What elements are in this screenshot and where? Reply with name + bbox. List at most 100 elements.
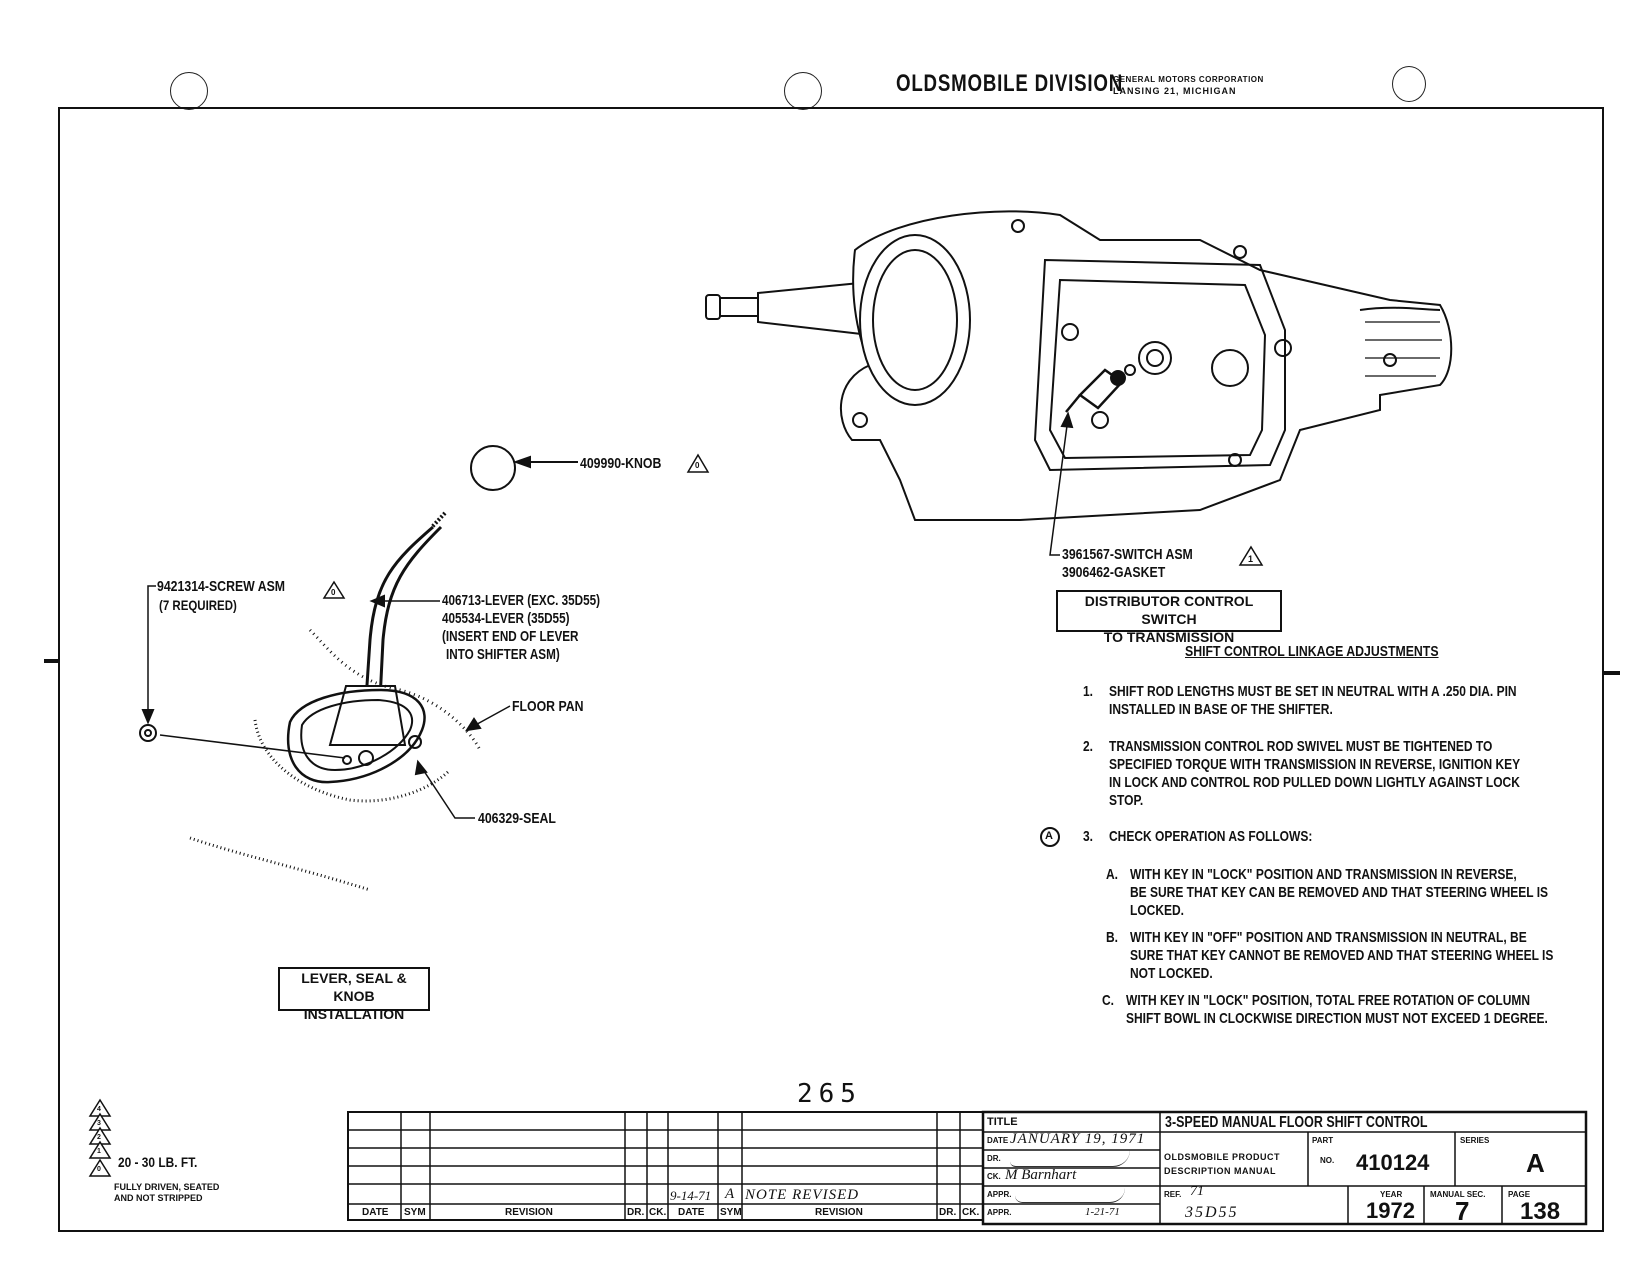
rev-col-revision-left: REVISION — [505, 1207, 553, 1218]
lever-callout-2: 405534-LEVER (35D55) — [442, 610, 570, 627]
legend-fully-driven-2: AND NOT STRIPPED — [114, 1193, 203, 1203]
note-3b-letter: B. — [1106, 929, 1118, 946]
manual-section-value: 7 — [1455, 1196, 1470, 1226]
manual-name-2: DESCRIPTION MANUAL — [1164, 1166, 1276, 1176]
knob-rev-mark: 0 — [695, 461, 700, 470]
reference-value: 71 — [1190, 1184, 1204, 1199]
note-3a-line2: BE SURE THAT KEY CAN BE REMOVED AND THAT… — [1130, 884, 1549, 901]
screw-rev-mark: 0 — [331, 588, 336, 597]
address-line: LANSING 21, MICHIGAN — [1113, 86, 1237, 96]
part-label-1: PART — [1312, 1136, 1334, 1145]
rev-entry-date: 9-14-71 — [670, 1188, 712, 1203]
part-label-2: NO. — [1320, 1156, 1335, 1165]
shift-lever-drawing — [364, 525, 434, 701]
checked-by-label: CK. — [987, 1172, 1001, 1181]
lever-callout-3: (INSERT END OF LEVER — [442, 628, 579, 645]
gasket-callout: 3906462-GASKET — [1062, 564, 1166, 581]
title-label: TITLE — [987, 1116, 1018, 1128]
model-code: 35D55 — [1185, 1204, 1239, 1221]
binder-hole-center — [784, 72, 822, 110]
checked-by-signature: M Barnhart — [1005, 1167, 1077, 1183]
note-3-number: 3. — [1083, 828, 1094, 845]
rev-entry-sym: A — [725, 1186, 735, 1202]
year-label: YEAR — [1380, 1190, 1403, 1199]
drawing-title: 3-SPEED MANUAL FLOOR SHIFT CONTROL — [1165, 1114, 1428, 1131]
legend-tri-3: 3 — [97, 1120, 101, 1127]
manual-section-label: MANUAL SEC. — [1430, 1190, 1486, 1199]
rev-col-date-left: DATE — [362, 1207, 389, 1218]
note-2-number: 2. — [1083, 738, 1094, 755]
distributor-switch-line2: TO TRANSMISSION — [1103, 629, 1235, 645]
binder-hole-left — [170, 72, 208, 110]
legend-tri-2: 2 — [97, 1134, 101, 1141]
note-3b-line3: NOT LOCKED. — [1130, 965, 1213, 982]
drawing-date: JANUARY 19, 1971 — [1010, 1131, 1146, 1147]
legend-tri-0: 0 — [97, 1166, 101, 1173]
note-3-line1: CHECK OPERATION AS FOLLOWS: — [1109, 828, 1313, 845]
rev-col-dr-right: DR. — [939, 1207, 957, 1218]
screw-callout: 9421314-SCREW ASM — [157, 578, 286, 595]
drawing-border — [58, 107, 1604, 1232]
approved-2-date: 1-21-71 — [1085, 1206, 1120, 1218]
transmission-drawing — [705, 210, 1453, 521]
year-value: 1972 — [1366, 1198, 1415, 1223]
note-3c-line2: SHIFT BOWL IN CLOCKWISE DIRECTION MUST N… — [1126, 1010, 1548, 1027]
rev-col-sym-right: SYM — [720, 1207, 742, 1218]
rev-col-ck-right: CK. — [962, 1207, 980, 1218]
binder-hole-right — [1392, 66, 1426, 102]
reference-label: REF. — [1164, 1190, 1182, 1199]
date-label: DATE — [987, 1136, 1009, 1145]
approved-2-label: APPR. — [987, 1208, 1012, 1217]
notes-heading: SHIFT CONTROL LINKAGE ADJUSTMENTS — [1185, 643, 1439, 660]
rev-col-date-right: DATE — [678, 1207, 705, 1218]
note-1-line2: INSTALLED IN BASE OF THE SHIFTER. — [1109, 701, 1333, 718]
rev-col-revision-right: REVISION — [815, 1207, 863, 1218]
knob-callout: 409990-KNOB — [580, 455, 662, 472]
page-label: PAGE — [1508, 1190, 1531, 1199]
distributor-switch-label: DISTRIBUTOR CONTROL SWITCH TO TRANSMISSI… — [1056, 590, 1282, 645]
legend-torque: 20 - 30 LB. FT. — [118, 1154, 198, 1170]
note-1-line1: SHIFT ROD LENGTHS MUST BE SET IN NEUTRAL… — [1109, 683, 1517, 700]
rev-entry-text: NOTE REVISED — [745, 1187, 860, 1203]
screw-quantity: (7 REQUIRED) — [159, 597, 237, 613]
series-label: SERIES — [1460, 1136, 1490, 1145]
seal-callout: 406329-SEAL — [478, 810, 556, 827]
switch-rev-mark: 1 — [1248, 554, 1254, 564]
note-3-circle-mark: A — [1045, 830, 1053, 842]
legend-tri-1: 1 — [97, 1148, 101, 1155]
note-3b-line2: SURE THAT KEY CANNOT BE REMOVED AND THAT… — [1130, 947, 1554, 964]
lever-installation-line2: INSTALLATION — [303, 1006, 405, 1022]
note-3c-line1: WITH KEY IN "LOCK" POSITION, TOTAL FREE … — [1126, 992, 1531, 1009]
series-value: A — [1526, 1148, 1545, 1178]
note-3c-letter: C. — [1102, 992, 1114, 1009]
note-2-line3: IN LOCK AND CONTROL ROD PULLED DOWN LIGH… — [1109, 774, 1520, 791]
lever-callout-1: 406713-LEVER (EXC. 35D55) — [442, 592, 601, 609]
legend-fully-driven-1: FULLY DRIVEN, SEATED — [114, 1182, 220, 1192]
distributor-switch-line1: DISTRIBUTOR CONTROL SWITCH — [1084, 593, 1254, 627]
drawn-by-label: DR. — [987, 1154, 1001, 1163]
shifter-seal-drawing — [286, 688, 426, 784]
lever-installation-label: LEVER, SEAL & KNOB INSTALLATION — [278, 967, 430, 1022]
rev-col-ck-left: CK. — [649, 1207, 667, 1218]
note-2-line2: SPECIFIED TORQUE WITH TRANSMISSION IN RE… — [1109, 756, 1521, 773]
rev-col-sym-left: SYM — [404, 1207, 426, 1218]
manual-name-1: OLDSMOBILE PRODUCT — [1164, 1152, 1280, 1162]
lever-installation-line1: LEVER, SEAL & KNOB — [301, 970, 407, 1004]
page-stamp: 265 — [797, 1079, 862, 1109]
drawn-by-signature — [1010, 1150, 1130, 1167]
note-3a-line3: LOCKED. — [1130, 902, 1184, 919]
rev-col-dr-left: DR. — [627, 1207, 645, 1218]
note-3a-line1: WITH KEY IN "LOCK" POSITION AND TRANSMIS… — [1130, 866, 1517, 883]
legend-tri-4: 4 — [97, 1106, 101, 1113]
lever-callout-4: INTO SHIFTER ASM) — [446, 646, 560, 663]
part-number: 410124 — [1356, 1150, 1430, 1175]
floor-pan-callout: FLOOR PAN — [512, 698, 584, 715]
note-1-number: 1. — [1083, 683, 1094, 700]
note-3a-letter: A. — [1106, 866, 1118, 883]
shift-knob-drawing — [470, 445, 516, 491]
approved-signature — [1015, 1188, 1125, 1203]
screw-drawing — [139, 724, 157, 742]
